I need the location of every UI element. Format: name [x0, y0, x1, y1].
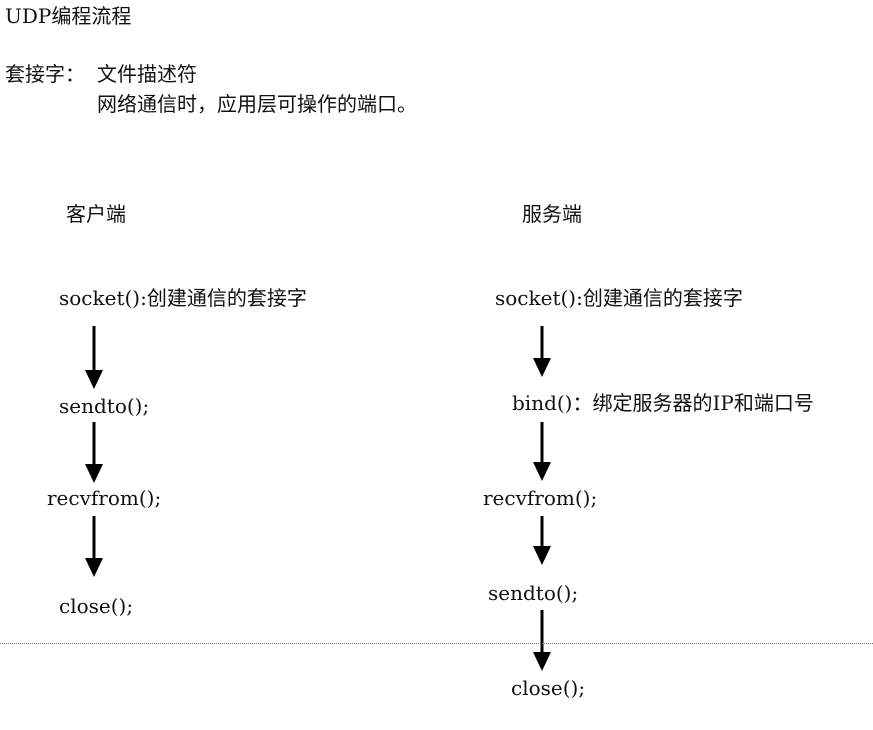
server-step-recvfrom: recvfrom();	[483, 486, 598, 510]
down-arrow-icon	[85, 422, 103, 483]
server-step-socket: socket():创建通信的套接字	[495, 286, 743, 310]
down-arrow-icon	[533, 516, 551, 565]
client-step-socket: socket():创建通信的套接字	[59, 286, 307, 310]
down-arrow-icon	[85, 516, 103, 577]
server-step-sendto: sendto();	[488, 581, 579, 605]
client-step-sendto: sendto();	[59, 394, 150, 418]
socket-label: 套接字：	[5, 62, 85, 86]
down-arrow-icon	[533, 610, 551, 671]
down-arrow-icon	[85, 326, 103, 389]
down-arrow-icon	[533, 326, 551, 377]
client-step-recvfrom: recvfrom();	[47, 486, 162, 510]
socket-desc-line1: 文件描述符	[97, 62, 197, 86]
socket-desc-line2: 网络通信时，应用层可操作的端口。	[97, 92, 417, 116]
client-heading: 客户端	[66, 202, 126, 226]
server-step-bind: bind()：绑定服务器的IP和端口号	[512, 391, 814, 415]
down-arrow-icon	[533, 422, 551, 481]
page-title: UDP编程流程	[5, 4, 132, 28]
server-step-close: close();	[511, 676, 586, 700]
server-heading: 服务端	[522, 202, 582, 226]
client-step-close: close();	[59, 594, 134, 618]
dotted-divider	[0, 643, 873, 644]
